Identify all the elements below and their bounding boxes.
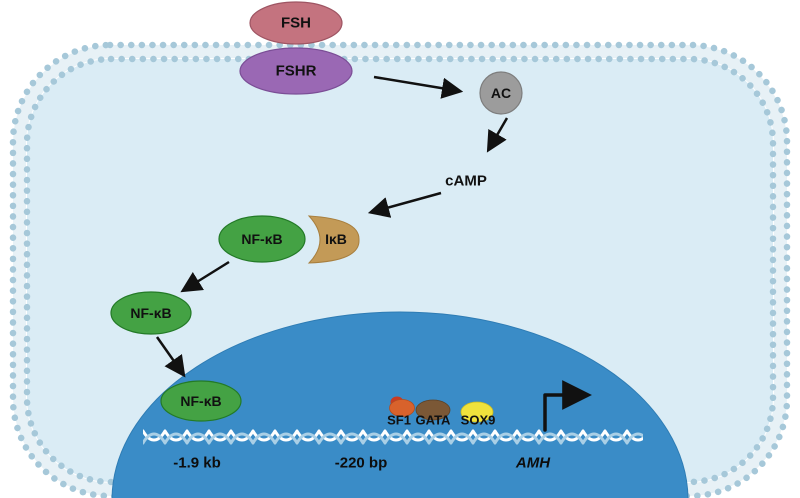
nfkb-complexed-shape	[218, 215, 306, 263]
amh-gene-label: AMH	[515, 455, 551, 472]
arrow-camp-to-complex	[367, 191, 442, 218]
ac-enzyme: AC	[479, 71, 523, 115]
arrow-fshr-to-ac	[373, 75, 464, 99]
nfkb-ikb-complex: NF-κB IκB	[218, 215, 360, 264]
nfkb-nuclear-label: NF-κB	[180, 393, 221, 409]
arrow-ac-to-camp	[486, 117, 509, 153]
transcription-start-arrow	[543, 380, 592, 432]
fshr-receptor: FSHR	[239, 47, 353, 95]
sox9-factor	[460, 401, 494, 423]
nfkb-cytoplasmic-label: NF-κB	[130, 305, 171, 321]
arrow-complex-to-nfkb	[180, 260, 230, 293]
sf1-factor	[389, 399, 415, 417]
ac-shape	[479, 71, 523, 115]
fshr-shape	[239, 47, 353, 95]
nfkb-cytoplasmic: NF-κB	[110, 291, 192, 335]
gata-label: GATA	[416, 413, 452, 428]
fshr-label: FSHR	[276, 63, 317, 80]
promoter-site-proximal: -220 bp	[335, 455, 388, 472]
sox9-label: SOX9	[461, 413, 496, 428]
dna-helix	[143, 427, 643, 447]
sf1-label: SF1	[387, 413, 411, 428]
transcription-factor-complex: SF1 GATA SOX9	[387, 396, 496, 428]
gata-factor	[415, 399, 451, 421]
fsh-ligand: FSH	[249, 1, 343, 45]
arrow-nfkb-to-nucleus	[155, 336, 186, 378]
fsh-label: FSH	[281, 15, 311, 32]
ikb-protein	[307, 215, 360, 264]
nfkb-nuclear-shape	[160, 380, 242, 422]
ikb-label: IκB	[325, 231, 347, 247]
ac-label: AC	[491, 85, 511, 101]
nfkb-cytoplasmic-shape	[110, 291, 192, 335]
promoter-site-distal: -1.9 kb	[173, 455, 221, 472]
nfkb-nuclear: NF-κB	[160, 380, 242, 422]
camp-label: cAMP	[445, 173, 487, 190]
fsh-shape	[249, 1, 343, 45]
nfkb-complexed-label: NF-κB	[241, 231, 282, 247]
